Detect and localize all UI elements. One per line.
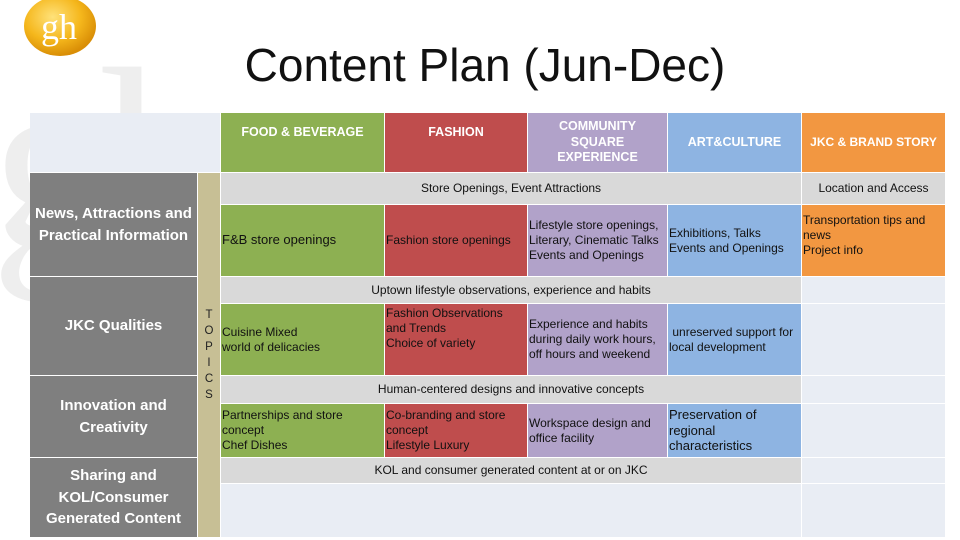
news-fashion-cell: Fashion store openings bbox=[385, 205, 527, 276]
news-span-cell: Store Openings, Event Attractions bbox=[221, 173, 801, 204]
qualities-food-cell: Cuisine Mixed world of delicacies bbox=[221, 304, 384, 375]
news-food-cell: F&B store openings bbox=[221, 205, 384, 276]
news-jkc-cell: Transportation tips and news Project inf… bbox=[802, 205, 945, 276]
row-label-sharing: Sharing and KOL/Consumer Generated Conte… bbox=[30, 458, 197, 537]
sharing-content-blank bbox=[221, 484, 801, 537]
row-label-news: News, Attractions and Practical Informat… bbox=[30, 173, 197, 276]
innovation-jkc-blank bbox=[802, 404, 945, 457]
news-community-cell: Lifestyle store openings, Literary, Cine… bbox=[528, 205, 667, 276]
header-corner-cell bbox=[30, 113, 220, 172]
qualities-community-cell: Experience and habits during daily work … bbox=[528, 304, 667, 375]
sharing-span-cell: KOL and consumer generated content at or… bbox=[221, 458, 801, 483]
gh-logo: gh bbox=[24, 0, 96, 56]
innovation-span-cell: Human-centered designs and innovative co… bbox=[221, 376, 801, 403]
qualities-fashion-cell: Fashion Observations and Trends Choice o… bbox=[385, 304, 527, 375]
content-plan-table: FOOD & BEVERAGE FASHION COMMUNITY SQUARE… bbox=[30, 113, 945, 537]
innovation-art-cell: Preservation of regional characteristics bbox=[668, 404, 801, 457]
qualities-art-cell: unreserved support for local development bbox=[668, 304, 801, 375]
column-header-food: FOOD & BEVERAGE bbox=[221, 113, 384, 172]
qualities-span-cell: Uptown lifestyle observations, experienc… bbox=[221, 277, 801, 303]
sharing-jkc-blank bbox=[802, 484, 945, 537]
page-title: Content Plan (Jun-Dec) bbox=[244, 39, 726, 91]
sharing-jkc-span-blank bbox=[802, 458, 945, 483]
topics-strip: TOPICS bbox=[198, 173, 220, 537]
innovation-jkc-span-blank bbox=[802, 376, 945, 403]
column-header-community: COMMUNITY SQUARE EXPERIENCE bbox=[528, 113, 667, 172]
row-label-innovation: Innovation and Creativity bbox=[30, 376, 197, 457]
column-header-jkc: JKC & BRAND STORY bbox=[802, 113, 945, 172]
innovation-community-cell: Workspace design and office facility bbox=[528, 404, 667, 457]
row-label-qualities: JKC Qualities bbox=[30, 277, 197, 375]
column-header-art: ART&CULTURE bbox=[668, 113, 801, 172]
innovation-fashion-cell: Co-branding and store concept Lifestyle … bbox=[385, 404, 527, 457]
topics-label: TOPICS bbox=[204, 308, 214, 402]
qualities-jkc-blank bbox=[802, 304, 945, 375]
news-art-cell: Exhibitions, Talks Events and Openings bbox=[668, 205, 801, 276]
qualities-jkc-span-blank bbox=[802, 277, 945, 303]
column-header-fashion: FASHION bbox=[385, 113, 527, 172]
innovation-food-cell: Partnerships and store concept Chef Dish… bbox=[221, 404, 384, 457]
logo-text: gh bbox=[41, 7, 77, 47]
news-jkc-span-cell: Location and Access bbox=[802, 173, 945, 204]
